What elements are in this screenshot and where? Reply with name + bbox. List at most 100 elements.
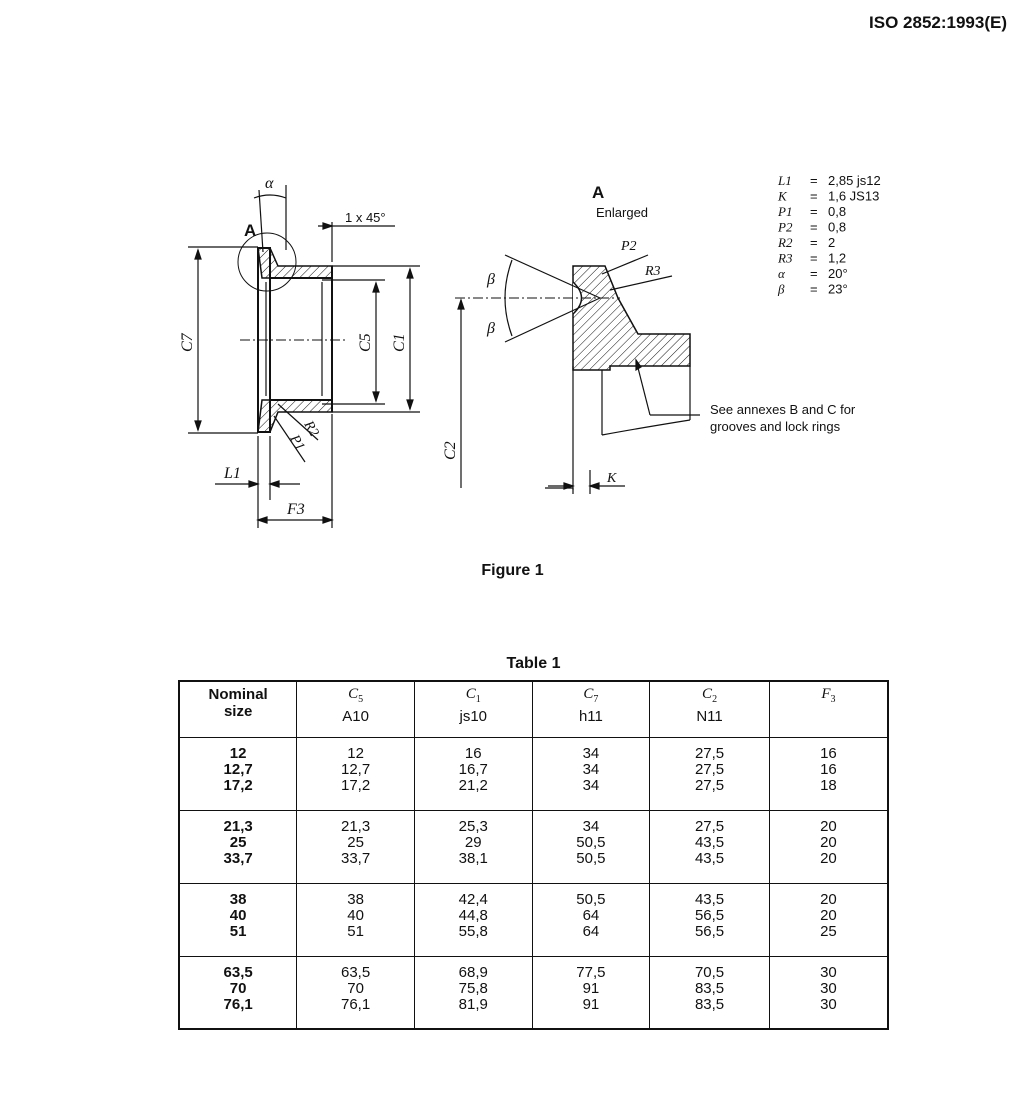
cell-value: 33,7 [223, 849, 253, 867]
cell-value: 63,5 [223, 963, 253, 981]
legend-equals: = [810, 282, 818, 297]
cell-value: 16 [820, 744, 837, 762]
cell-value: 44,8 [458, 906, 488, 924]
cell-value: 21,3 [223, 817, 253, 835]
cell-value: 25,3 [458, 817, 488, 835]
cell-value: 21,3 [340, 817, 371, 835]
cell-value: 56,5 [694, 906, 725, 924]
cell-value: 70 [229, 979, 247, 997]
header-nominal-size: Nominal size [178, 681, 298, 738]
header-c5: C5 A10 [296, 681, 415, 738]
legend-equals: = [810, 204, 818, 219]
cell-value: 40 [229, 906, 247, 924]
cell-value: 27,5 [694, 760, 725, 778]
cell-value: 25 [229, 833, 247, 851]
cell-value: 38,1 [458, 849, 488, 867]
cell-value: 30 [820, 963, 837, 981]
legend-symbol: L1 [777, 173, 792, 188]
cell-value: 50,5 [576, 833, 606, 851]
cell-value: 27,5 [694, 744, 725, 762]
legend-equals: = [810, 266, 818, 281]
ferrule-section-view [188, 185, 420, 528]
cell-value: 12 [347, 744, 364, 762]
f3-label: F3 [286, 501, 305, 518]
l1-label: L1 [223, 465, 241, 482]
legend-symbol: α [778, 266, 786, 281]
legend-value: 1,6 JS13 [828, 189, 879, 204]
technical-drawing: A α 1 x 45° C7 C5 C1 R2 P1 L1 F3 A Enlar… [179, 173, 881, 528]
cell-value: 76,1 [340, 995, 371, 1013]
cell-value: 75,8 [458, 979, 488, 997]
c2-label: C2 [442, 441, 459, 460]
c1-label: C1 [391, 333, 408, 352]
legend-equals: = [810, 235, 818, 250]
beta-bottom-label: β [486, 320, 495, 337]
cell-value: 64 [582, 906, 600, 924]
c5-label: C5 [357, 333, 374, 352]
cell-value: 56,5 [694, 922, 725, 940]
cell-value: 68,9 [458, 963, 488, 981]
cell-value: 42,4 [458, 890, 488, 908]
cell-value: 30 [820, 979, 837, 997]
cell-value: 91 [582, 995, 600, 1013]
cell-value: 34 [582, 744, 600, 762]
beta-top-label: β [486, 271, 495, 288]
enlarged-detail-view [455, 254, 700, 494]
cell-value: 43,5 [694, 849, 725, 867]
enlarged-label: Enlarged [596, 205, 648, 220]
legend-value: 20° [828, 266, 848, 281]
cell-value: 83,5 [694, 995, 725, 1013]
legend-value: 1,2 [828, 251, 846, 266]
legend-symbol: P2 [777, 220, 793, 235]
cell-value: 77,5 [576, 963, 606, 981]
cell-value: 76,1 [223, 995, 253, 1013]
alpha-label: α [265, 175, 274, 192]
note-line-2: grooves and lock rings [710, 419, 841, 434]
c7-label: C7 [179, 332, 196, 352]
cell-value: 38 [229, 890, 247, 908]
legend-symbol: R2 [777, 235, 793, 250]
cell-value: 40 [347, 906, 364, 924]
cell-value: 20 [820, 833, 837, 851]
legend-symbol: β [777, 282, 785, 297]
legend-equals: = [810, 220, 818, 235]
legend-value: 0,8 [828, 204, 846, 219]
cell-value: 34 [582, 776, 600, 794]
cell-value: 63,5 [340, 963, 371, 981]
cell-value: 83,5 [694, 979, 725, 997]
legend-equals: = [810, 189, 818, 204]
p2-label: P2 [620, 239, 637, 254]
cell-value: 55,8 [458, 922, 488, 940]
cell-value: 43,5 [694, 890, 725, 908]
cell-value: 34 [582, 760, 600, 778]
header-c1: C1 js10 [413, 681, 533, 738]
legend-value: 23° [828, 282, 848, 297]
cell-value: 17,2 [223, 776, 253, 794]
cell-value: 12,7 [340, 760, 371, 778]
cell-value: 33,7 [340, 849, 371, 867]
cell-value: 27,5 [694, 776, 725, 794]
enlarged-a-label: A [592, 183, 604, 202]
header-c7: C7 h11 [531, 681, 651, 738]
